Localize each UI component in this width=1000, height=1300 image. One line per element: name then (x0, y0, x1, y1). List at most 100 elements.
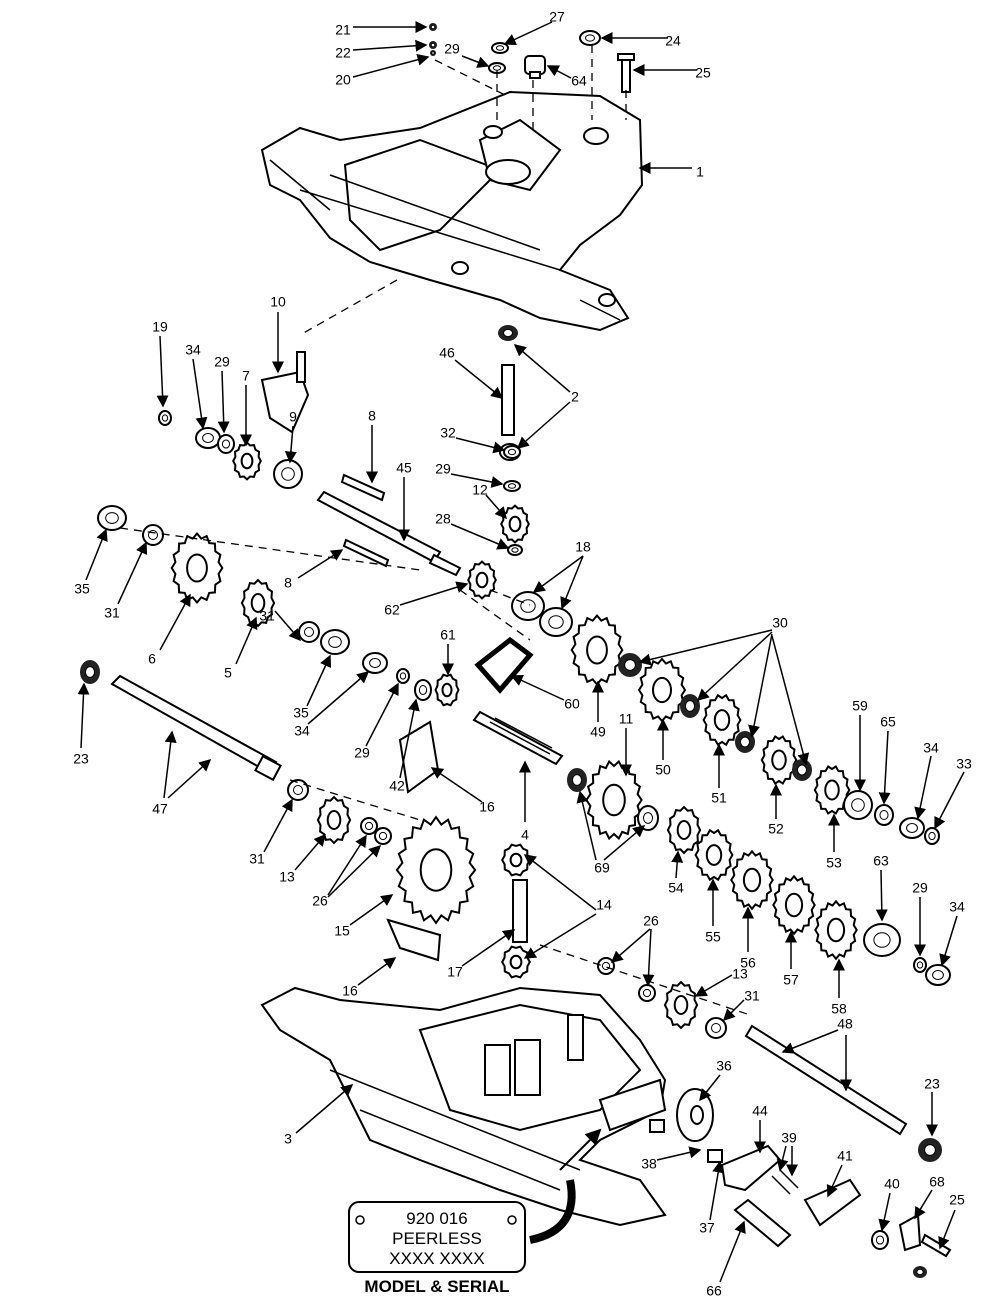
callout-57: 57 (783, 972, 799, 988)
gear-7 (232, 441, 262, 481)
leader-line-47 (167, 758, 212, 799)
leader-line-26 (642, 928, 655, 987)
callout-51: 51 (711, 790, 727, 806)
gear-15 (395, 815, 477, 925)
leader-line-42 (399, 698, 420, 779)
callout-34: 34 (294, 723, 310, 739)
brake-disc-36 (676, 1088, 714, 1142)
leader-line-8 (297, 549, 344, 579)
gear-50 (637, 657, 687, 723)
callout-13: 13 (279, 869, 295, 885)
bushing-34-mid (362, 652, 388, 674)
leader-line-31 (722, 999, 745, 1022)
bracket-68 (898, 1213, 922, 1252)
bushing-35-left (97, 505, 127, 531)
callout-60: 60 (564, 696, 580, 712)
leader-line-18 (532, 555, 584, 593)
leader-line-34 (307, 671, 370, 725)
callout-15: 15 (334, 923, 350, 939)
callout-25: 25 (949, 1192, 965, 1208)
leader-line-65 (878, 730, 891, 805)
leader-line-63 (875, 869, 888, 922)
callout-17: 17 (447, 964, 463, 980)
gear-51 (702, 693, 742, 747)
leader-line-2 (516, 401, 571, 449)
callout-66: 66 (706, 1283, 722, 1299)
callout-40: 40 (884, 1176, 900, 1192)
brake-lever-44 (720, 1144, 782, 1192)
callout-61: 61 (440, 627, 456, 643)
callout-50: 50 (655, 762, 671, 778)
leader-line-64 (546, 65, 572, 79)
gear-49 (570, 613, 624, 687)
callout-14: 14 (596, 897, 612, 913)
nut-25 (913, 1266, 927, 1278)
washer-29-right (913, 957, 927, 973)
washer-31-left (142, 524, 164, 546)
bearing-18-a (511, 591, 545, 621)
callout-4: 4 (521, 827, 529, 843)
callout-52: 52 (768, 821, 784, 837)
callout-13: 13 (732, 966, 748, 982)
callout-22: 22 (335, 45, 351, 61)
callout-59: 59 (852, 698, 868, 714)
pad-38 (649, 1119, 665, 1133)
washer-20 (430, 50, 436, 56)
leader-line-12 (485, 494, 507, 520)
leader-line-26 (327, 834, 367, 896)
bolt-25-lower (920, 1233, 952, 1258)
leader-line-48 (781, 1029, 839, 1054)
callout-56: 56 (740, 955, 756, 971)
bushing-34-right (899, 817, 925, 839)
leader-line-19 (156, 335, 169, 408)
callout-3: 3 (284, 1131, 292, 1147)
callout-48: 48 (837, 1016, 853, 1032)
washer-31-mid (298, 621, 320, 643)
plate-model-number: 920 016 (406, 1209, 467, 1228)
leader-line-60 (510, 674, 565, 701)
callout-28: 28 (435, 511, 451, 527)
washer-40 (871, 1230, 889, 1250)
washer-29-top (488, 62, 506, 74)
bushing-35-mid (320, 629, 350, 655)
brake-band-16-lower (386, 918, 442, 962)
seal-23-right (918, 1138, 942, 1162)
leader-line-34 (192, 358, 208, 430)
gear-14-upper (501, 843, 531, 877)
plate-brand: PEERLESS (392, 1229, 482, 1248)
leader-line-22 (352, 39, 428, 52)
leader-line-34 (939, 915, 958, 967)
callout-31: 31 (104, 605, 120, 621)
callout-23: 23 (924, 1076, 940, 1092)
callout-10: 10 (270, 294, 286, 310)
upper-case-housing (260, 90, 644, 332)
callout-29: 29 (912, 880, 928, 896)
gear-56 (730, 849, 774, 911)
callout-21: 21 (335, 22, 351, 38)
axle-48 (744, 1024, 908, 1136)
leader-line-47 (163, 730, 177, 799)
bolt-25-upper (617, 53, 635, 93)
gear-14-lower (501, 945, 531, 979)
callout-12: 12 (472, 482, 488, 498)
brake-band-16-upper (398, 720, 440, 794)
lower-case-housing (260, 986, 667, 1227)
callout-58: 58 (831, 1001, 847, 1017)
leader-line-13 (294, 833, 326, 871)
callout-16: 16 (342, 983, 358, 999)
gear-12 (500, 504, 530, 544)
plug-64 (524, 55, 546, 79)
callout-5: 5 (224, 665, 232, 681)
model-serial-plate: 920 016 PEERLESS XXXX XXXX MODEL & SERIA… (348, 1128, 602, 1296)
shift-fork-8-upper (340, 473, 386, 502)
gear-55 (694, 828, 734, 882)
gear-57 (772, 874, 816, 936)
leader-line-40 (878, 1192, 891, 1232)
callout-29: 29 (354, 745, 370, 761)
leader-line-31 (117, 541, 148, 605)
callout-36: 36 (716, 1058, 732, 1074)
washer-26-b (374, 827, 392, 845)
callout-46: 46 (439, 345, 455, 361)
washer-30-d (792, 759, 812, 781)
leader-line-30 (748, 633, 773, 738)
